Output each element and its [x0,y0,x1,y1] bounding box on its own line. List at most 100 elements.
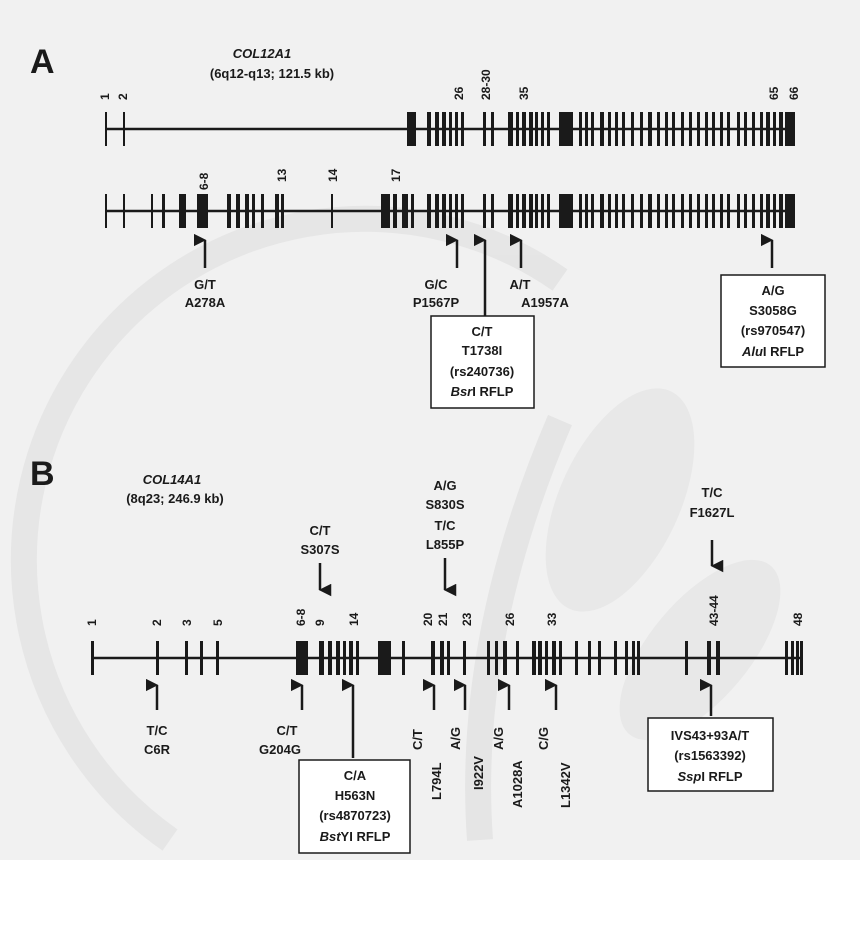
exon-block [487,641,490,675]
panel-b-arrows-below [145,678,713,758]
exon-block [681,194,684,228]
exon-block [529,194,533,228]
svg-text:S3058G: S3058G [749,303,797,318]
svg-text:A/G: A/G [448,727,463,750]
panel-b-variant-c6r: T/C C6R [144,723,171,757]
exon-block [579,194,582,228]
svg-text:T/C: T/C [147,723,169,738]
panel-a-locus: (6q12-q13; 121.5 kb) [210,66,334,81]
svg-text:S830S: S830S [425,497,464,512]
exon-block [640,112,643,146]
svg-text:P1567P: P1567P [413,295,460,310]
exon-block [689,194,692,228]
exon-block [672,112,675,146]
exon-block [455,112,458,146]
svg-text:G204G: G204G [259,742,301,757]
panel-b-letter: B [30,455,55,493]
exon-block [535,112,538,146]
svg-text:H563N: H563N [335,788,375,803]
exon-block [559,194,573,228]
panel-b-variant-s307s: C/T S307S [300,523,339,557]
exon-block [402,641,405,675]
exon-number: 1 [98,93,112,100]
exon-block [707,641,711,675]
exon-number: 66 [787,86,801,100]
exon-block [236,194,240,228]
exon-block [529,112,533,146]
svg-text:G/T: G/T [194,277,216,292]
exon-block [151,194,153,228]
svg-text:A1028A: A1028A [510,760,525,808]
svg-text:SspI RFLP: SspI RFLP [677,769,742,784]
svg-text:A278A: A278A [185,295,226,310]
exon-block [547,112,550,146]
svg-text:14: 14 [347,612,361,626]
exon-number: 35 [517,86,531,100]
exon-block [716,641,720,675]
svg-text:L794L: L794L [429,762,444,800]
exon-number: 28-30 [479,69,493,100]
exon-block [637,641,640,675]
exon-block [447,641,450,675]
exon-block [463,641,466,675]
exon-block [760,112,763,146]
exon-block [752,112,755,146]
exon-block [402,194,408,228]
exon-block [689,112,692,146]
exon-block [407,112,416,146]
exon-number: 6-8 [197,172,211,190]
exon-number: 65 [767,86,781,100]
svg-text:C/G: C/G [536,727,551,750]
exon-block [381,194,390,228]
exon-block [442,112,446,146]
exon-block [483,194,486,228]
exon-block [648,112,652,146]
panel-a-rflp-box-alui: A/G S3058G (rs970547) AluI RFLP [720,274,826,368]
exon-block [585,112,588,146]
exon-block [296,641,308,675]
panel-b-variant-g204g: C/T G204G [259,723,301,757]
svg-text:43-44: 43-44 [707,595,721,626]
exon-block [773,194,776,228]
svg-text:A/G: A/G [761,283,784,298]
svg-text:BstYI RFLP: BstYI RFLP [320,829,391,844]
exon-block [648,194,652,228]
panel-a-rflp-box-bsri: C/T T1738I (rs240736) BsrI RFLP [430,315,535,409]
panel-a-track-1 [105,112,795,146]
exon-block [491,112,494,146]
exon-block [522,112,526,146]
svg-text:A/T: A/T [510,277,531,292]
panel-a-arrows [193,233,774,316]
exon-block [535,194,538,228]
exon-block [275,194,279,228]
panel-b-rflp-box-sspi: IVS43+93A/T (rs1563392) SspI RFLP [647,717,774,792]
exon-block [752,194,755,228]
svg-text:20: 20 [421,612,435,626]
exon-block [200,641,203,675]
svg-text:AluI RFLP: AluI RFLP [741,344,804,359]
exon-block [727,194,730,228]
exon-block [516,112,519,146]
exon-block [712,194,715,228]
exon-block [245,194,249,228]
exon-block [773,112,776,146]
exon-block [575,641,578,675]
exon-block [640,194,643,228]
svg-text:T/C: T/C [702,485,724,500]
exon-block [105,194,107,228]
exon-number: 2 [116,93,130,100]
exon-block [431,641,435,675]
panel-a-gene-name: COL12A1 [233,46,292,61]
exon-block [545,641,548,675]
exon-block [281,194,284,228]
svg-text:6-8: 6-8 [294,608,308,626]
svg-text:S307S: S307S [300,542,339,557]
exon-block [252,194,255,228]
panel-b-rflp-box-bstyi: C/A H563N (rs4870723) BstYI RFLP [298,759,411,854]
exon-block [538,641,542,675]
exon-block [449,194,452,228]
exon-block [588,641,591,675]
exon-block [328,641,332,675]
panel-b-arrows-above [318,540,724,597]
exon-block [343,641,346,675]
